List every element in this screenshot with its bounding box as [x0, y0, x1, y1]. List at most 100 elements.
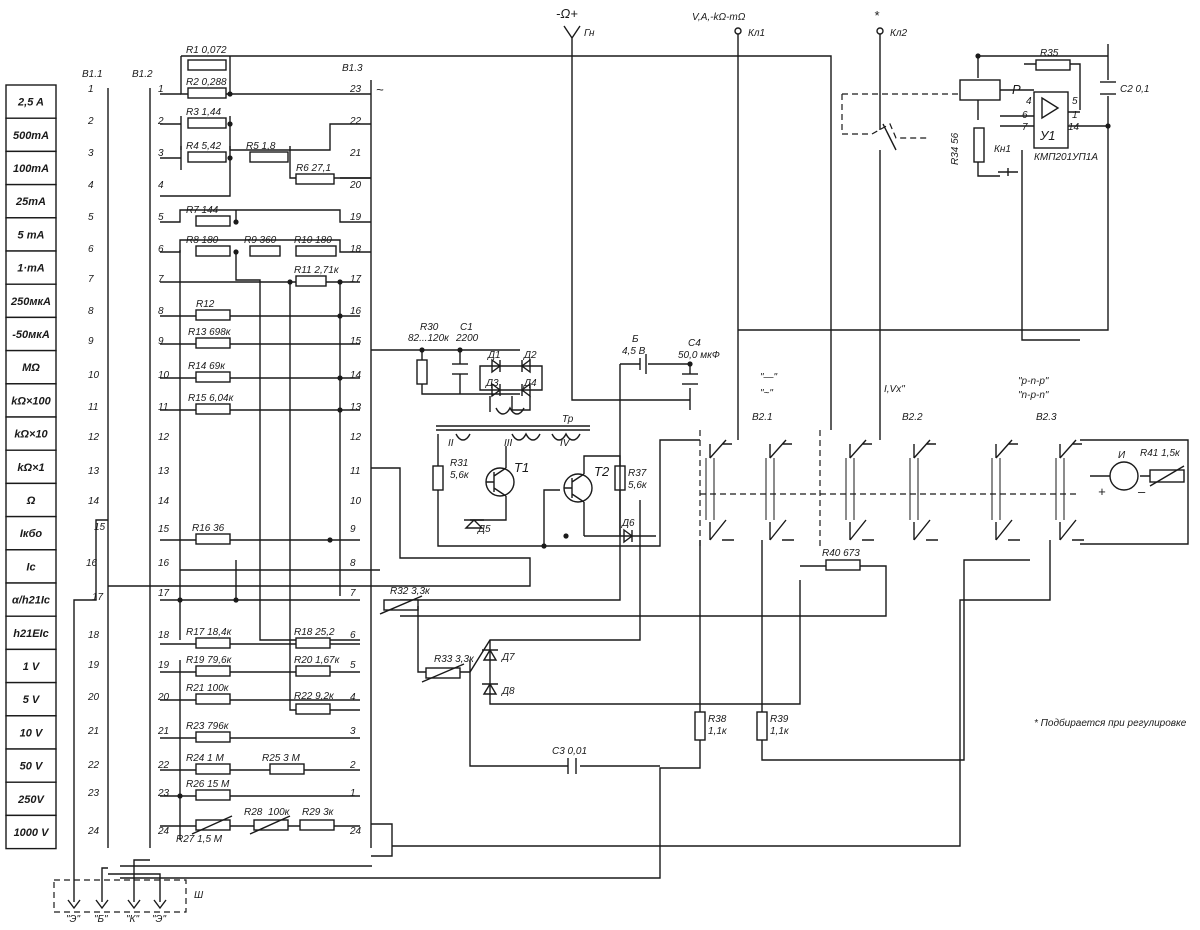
b2-section-4 [909, 439, 938, 541]
b12-position: 15 [158, 524, 170, 535]
label-r7: R7 144 [186, 205, 219, 216]
resistor-r9 [249, 245, 281, 257]
resistor-r38 [694, 711, 706, 741]
label-r26: R26 15 М [186, 779, 230, 790]
b12-position: 14 [158, 496, 170, 507]
b12-position: 20 [157, 692, 170, 703]
b12-position: 21 [157, 726, 169, 737]
b13-position: 13 [350, 402, 362, 413]
range-label: 10 V [20, 727, 44, 739]
resistor-r7 [195, 215, 231, 227]
label-c1: C1 [460, 322, 473, 333]
label-d2: Д2 [523, 350, 537, 361]
opamp-block: Р R34 56 Кн1 R35 У1 КМП201УП1А 467 5114 … [738, 44, 1149, 341]
label-r33: R33 3,3к [434, 654, 475, 665]
terminal-kn2-name: Кл2 [890, 28, 908, 39]
b12-position: 9 [158, 336, 164, 347]
range-label: 100mA [13, 163, 49, 175]
b11-position: 13 [88, 466, 100, 477]
b13-position: 15 [350, 336, 362, 347]
b11-position: 23 [87, 788, 100, 799]
b13-position: 4 [350, 692, 356, 703]
b11-position: 22 [87, 760, 100, 771]
label-r6: R6 27,1 [296, 163, 331, 174]
range-label: Ω [26, 495, 36, 507]
label-r35: R35 [1040, 48, 1059, 59]
label-r40: R40 673 [822, 548, 860, 559]
opamp-u1-label: У1 [1039, 128, 1056, 143]
range-label: 1000 V [14, 827, 51, 839]
resistor-ladder: R1 0,072 R2 0,288 R3 1,44 R4 5,42 R5 1,8… [160, 45, 832, 845]
svg-text:5: 5 [1072, 96, 1078, 107]
b11-position: 24 [87, 826, 100, 837]
range-box [5, 250, 57, 285]
range-box [5, 515, 57, 551]
resistor-r16 [195, 533, 231, 545]
b13-position: 17 [350, 274, 362, 285]
opamp-u1 [1033, 91, 1069, 149]
range-label: kΩ×1 [17, 462, 44, 474]
label-r30-value: 82...120к [408, 333, 450, 344]
range-label: Iкбо [20, 528, 43, 540]
connector-pin-label: "Э" [152, 914, 166, 925]
range-label: Iс [26, 561, 35, 573]
b11-position: 3 [88, 148, 94, 159]
b11-position: 14 [88, 496, 100, 507]
b13-position: 20 [349, 180, 362, 191]
resistor-r17 [195, 637, 231, 649]
label-r31: R31 [450, 458, 468, 469]
b13-position: 10 [350, 496, 362, 507]
range-label: 250V [17, 794, 45, 806]
label-r10: R10 180 [294, 235, 332, 246]
battery-name: Б [632, 334, 639, 345]
label-d5: Д5 [477, 524, 491, 535]
terminal-kn1-mark: V,A,-kΩ-mΩ [692, 12, 746, 23]
b12-position: 12 [158, 432, 170, 443]
terminal-gn-name: Гн [584, 28, 595, 39]
b2-section-2 [765, 439, 794, 541]
b13-position: 5 [350, 660, 356, 671]
b12-position: 23 [157, 788, 170, 799]
range-label: 1 V [23, 661, 41, 673]
connector-sh: Ш "Э""Б""К""Э" [53, 519, 204, 925]
b2-section-6 [1055, 439, 1084, 541]
range-label: 250мкА [10, 296, 51, 308]
b12-position: 1 [158, 84, 164, 95]
switch-b23-label: В2.3 [1036, 412, 1057, 423]
b12-position: 16 [158, 558, 170, 569]
terminal-gn-mark: -Ω+ [556, 6, 578, 21]
range-box [5, 781, 57, 817]
b11-position: 10 [88, 370, 100, 381]
range-label: 1·mA [17, 263, 45, 275]
label-r39-value: 1,1к [770, 726, 790, 737]
range-box [5, 648, 57, 684]
resistor-r22 [295, 703, 331, 715]
connector-pin-label: "К" [126, 914, 139, 925]
b11-position: 16 [86, 558, 98, 569]
meter-block: И + – R41 1,5к [1080, 439, 1189, 545]
resistor-r30 [416, 359, 428, 385]
label-r32: R32 3,3к [390, 586, 431, 597]
b12-position: 5 [158, 212, 164, 223]
label-r39: R39 [770, 714, 789, 725]
range-box [5, 814, 57, 850]
range-label: kΩ×100 [11, 395, 51, 407]
resistor-r23 [195, 731, 231, 743]
mode-ry: I,Vх" [884, 384, 905, 395]
resistor-r19 [195, 665, 231, 677]
b11-position: 19 [88, 660, 100, 671]
connector-pin-label: "Э" [66, 914, 80, 925]
resistor-r21 [195, 693, 231, 705]
switch-b11-label: В1.1 [82, 69, 103, 80]
label-r21: R21 100к [186, 683, 230, 694]
switch-b1: В1.1 В1.2 В1.3 ~ 12345678910111213141516… [82, 63, 384, 848]
b11-position: 5 [88, 212, 94, 223]
label-r8: R8 180 [186, 235, 219, 246]
label-d7: Д7 [501, 652, 515, 663]
resistor-r31 [432, 465, 444, 491]
b12-position: 2 [157, 116, 164, 127]
label-d8: Д8 [501, 686, 515, 697]
